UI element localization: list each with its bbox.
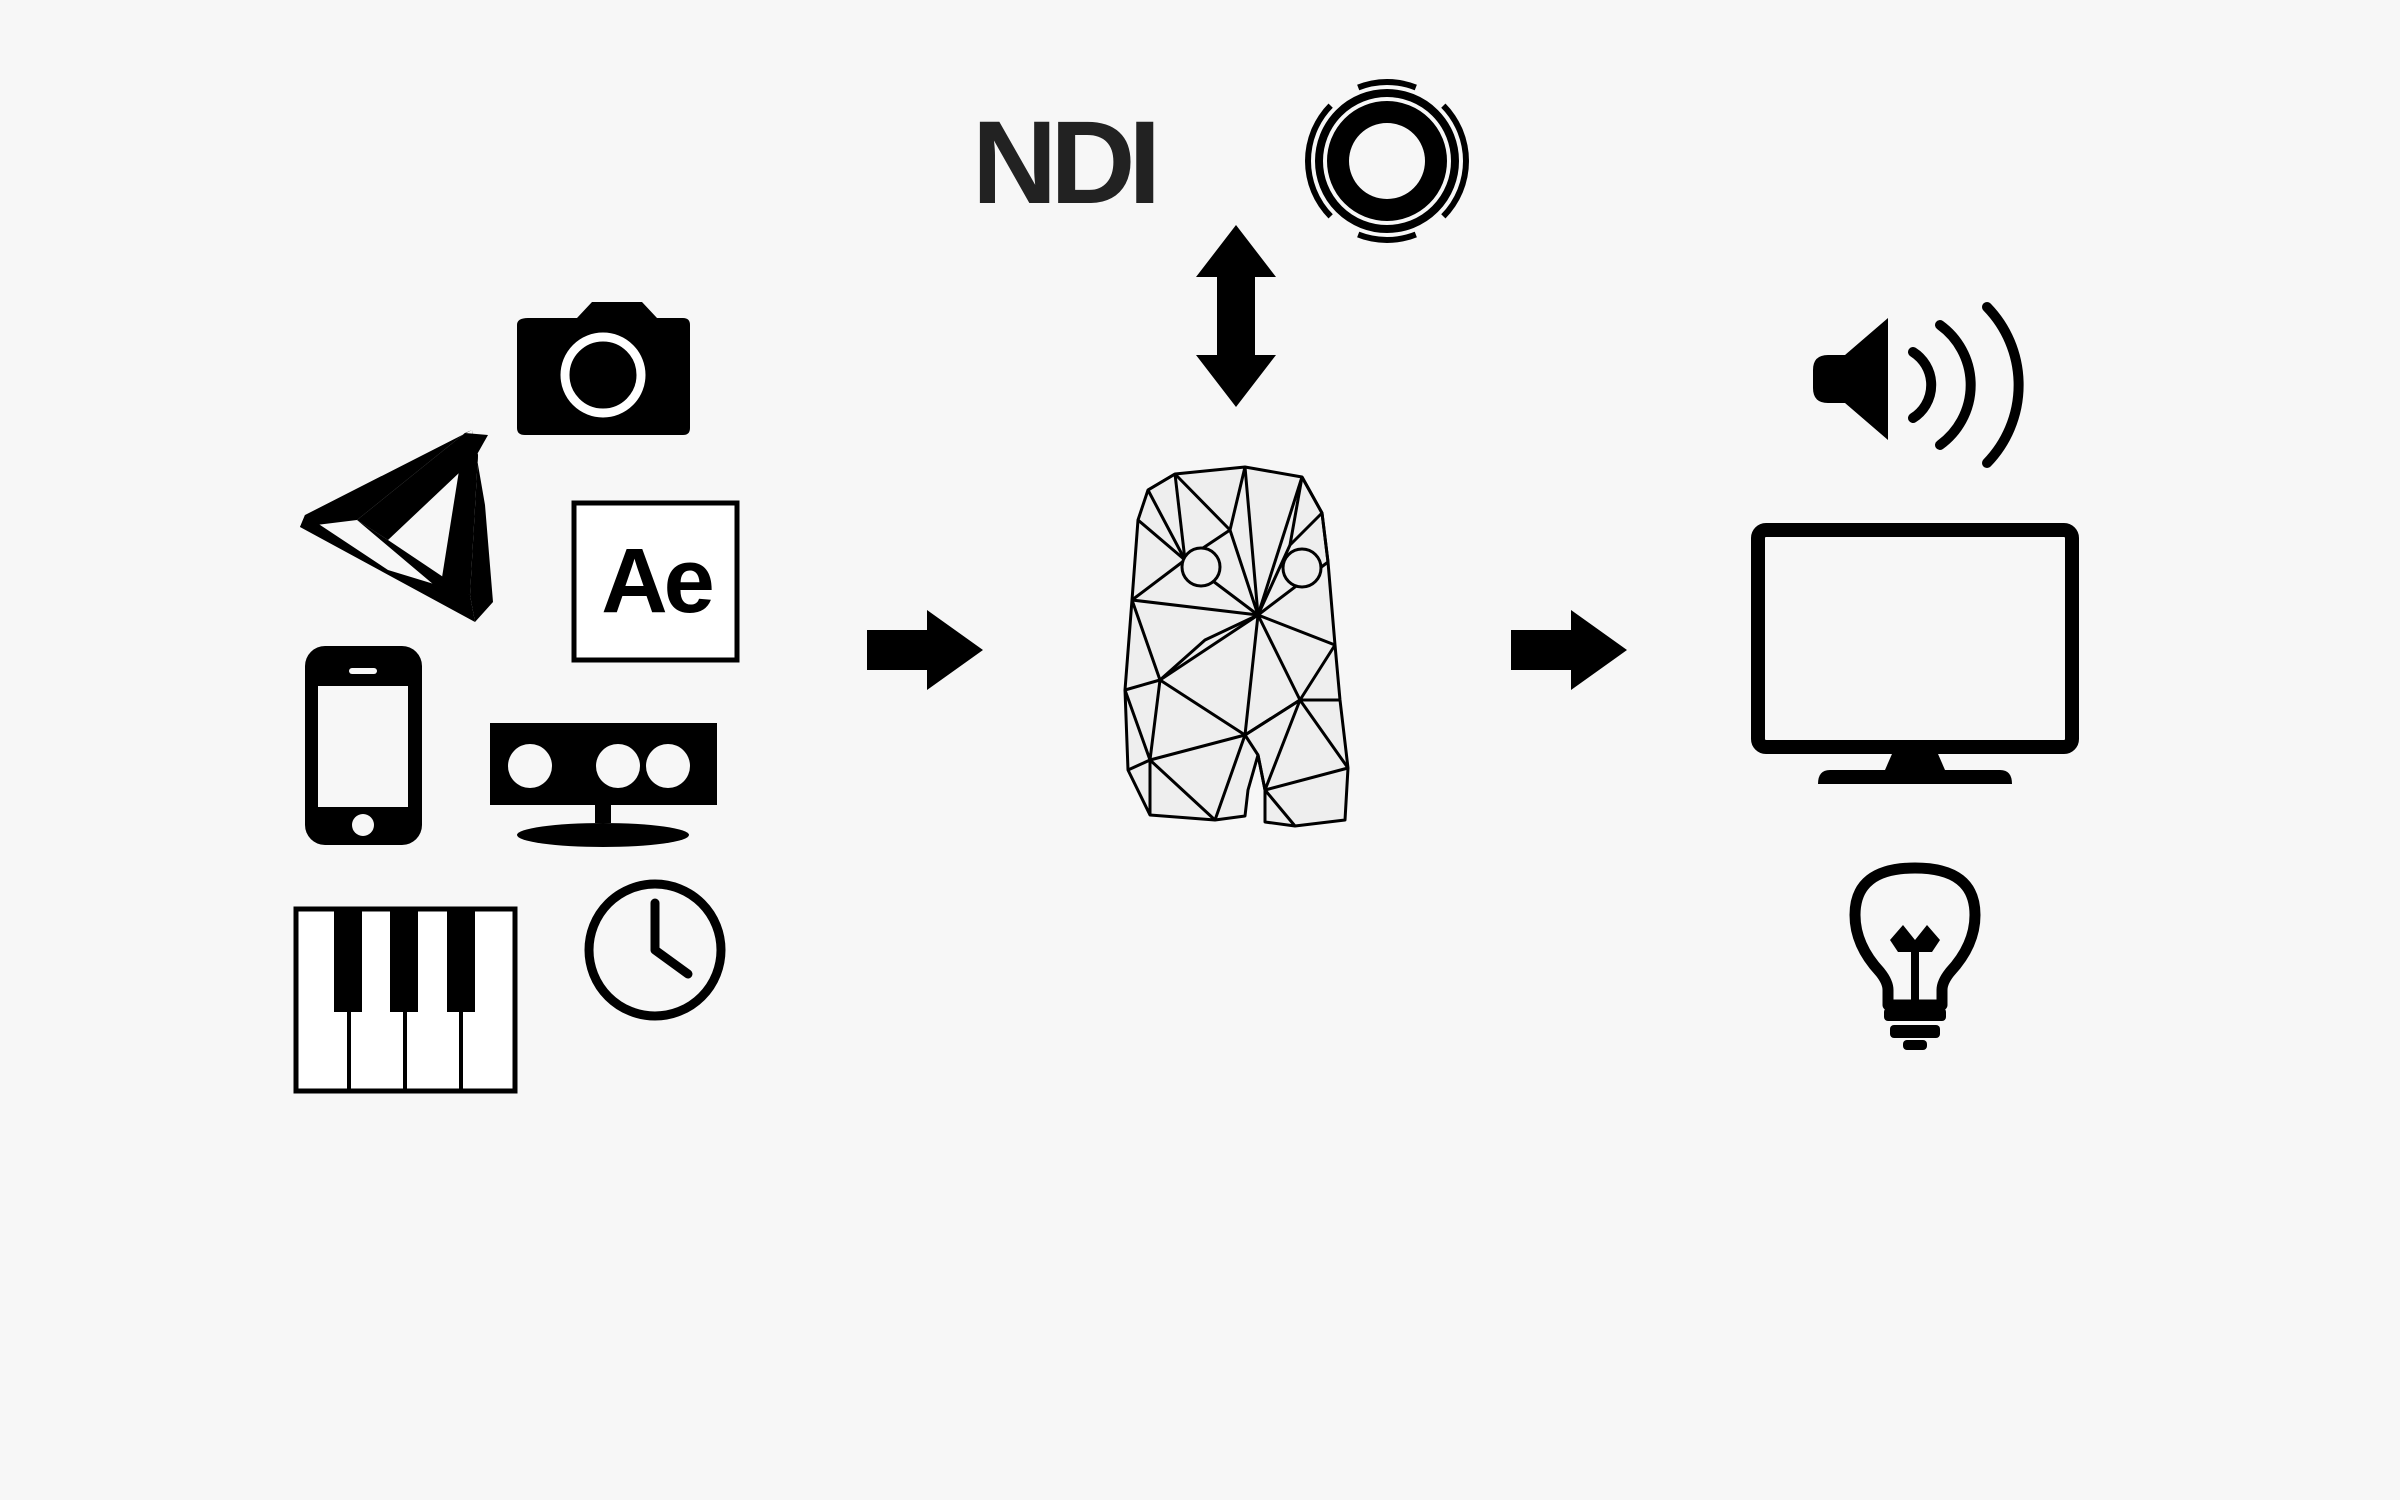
ndi-logo: NDI [972, 97, 1154, 229]
outputs-group [1751, 302, 2079, 1050]
middle-group: NDI [972, 79, 1469, 828]
unity-logo-icon [300, 430, 493, 622]
syphon-spout-icon [1305, 79, 1469, 243]
after-effects-label: Ae [601, 530, 712, 632]
lightbulb-icon [1849, 862, 1981, 1050]
after-effects-icon: Ae [571, 500, 740, 663]
inputs-group: Ae [293, 302, 740, 1094]
clock-icon [584, 879, 726, 1021]
camera-icon [517, 302, 690, 435]
smartphone-icon [305, 646, 422, 845]
piano-keyboard-icon [293, 906, 518, 1094]
speaker-icon [1813, 302, 2024, 468]
monitor-icon [1751, 523, 2079, 784]
arrow-right-icon [1511, 610, 1627, 690]
bidirectional-arrow-icon [1196, 225, 1276, 407]
kinect-sensor-icon [490, 723, 717, 847]
lowpoly-mascot-icon [1123, 465, 1350, 828]
arrow-right-icon [867, 610, 983, 690]
